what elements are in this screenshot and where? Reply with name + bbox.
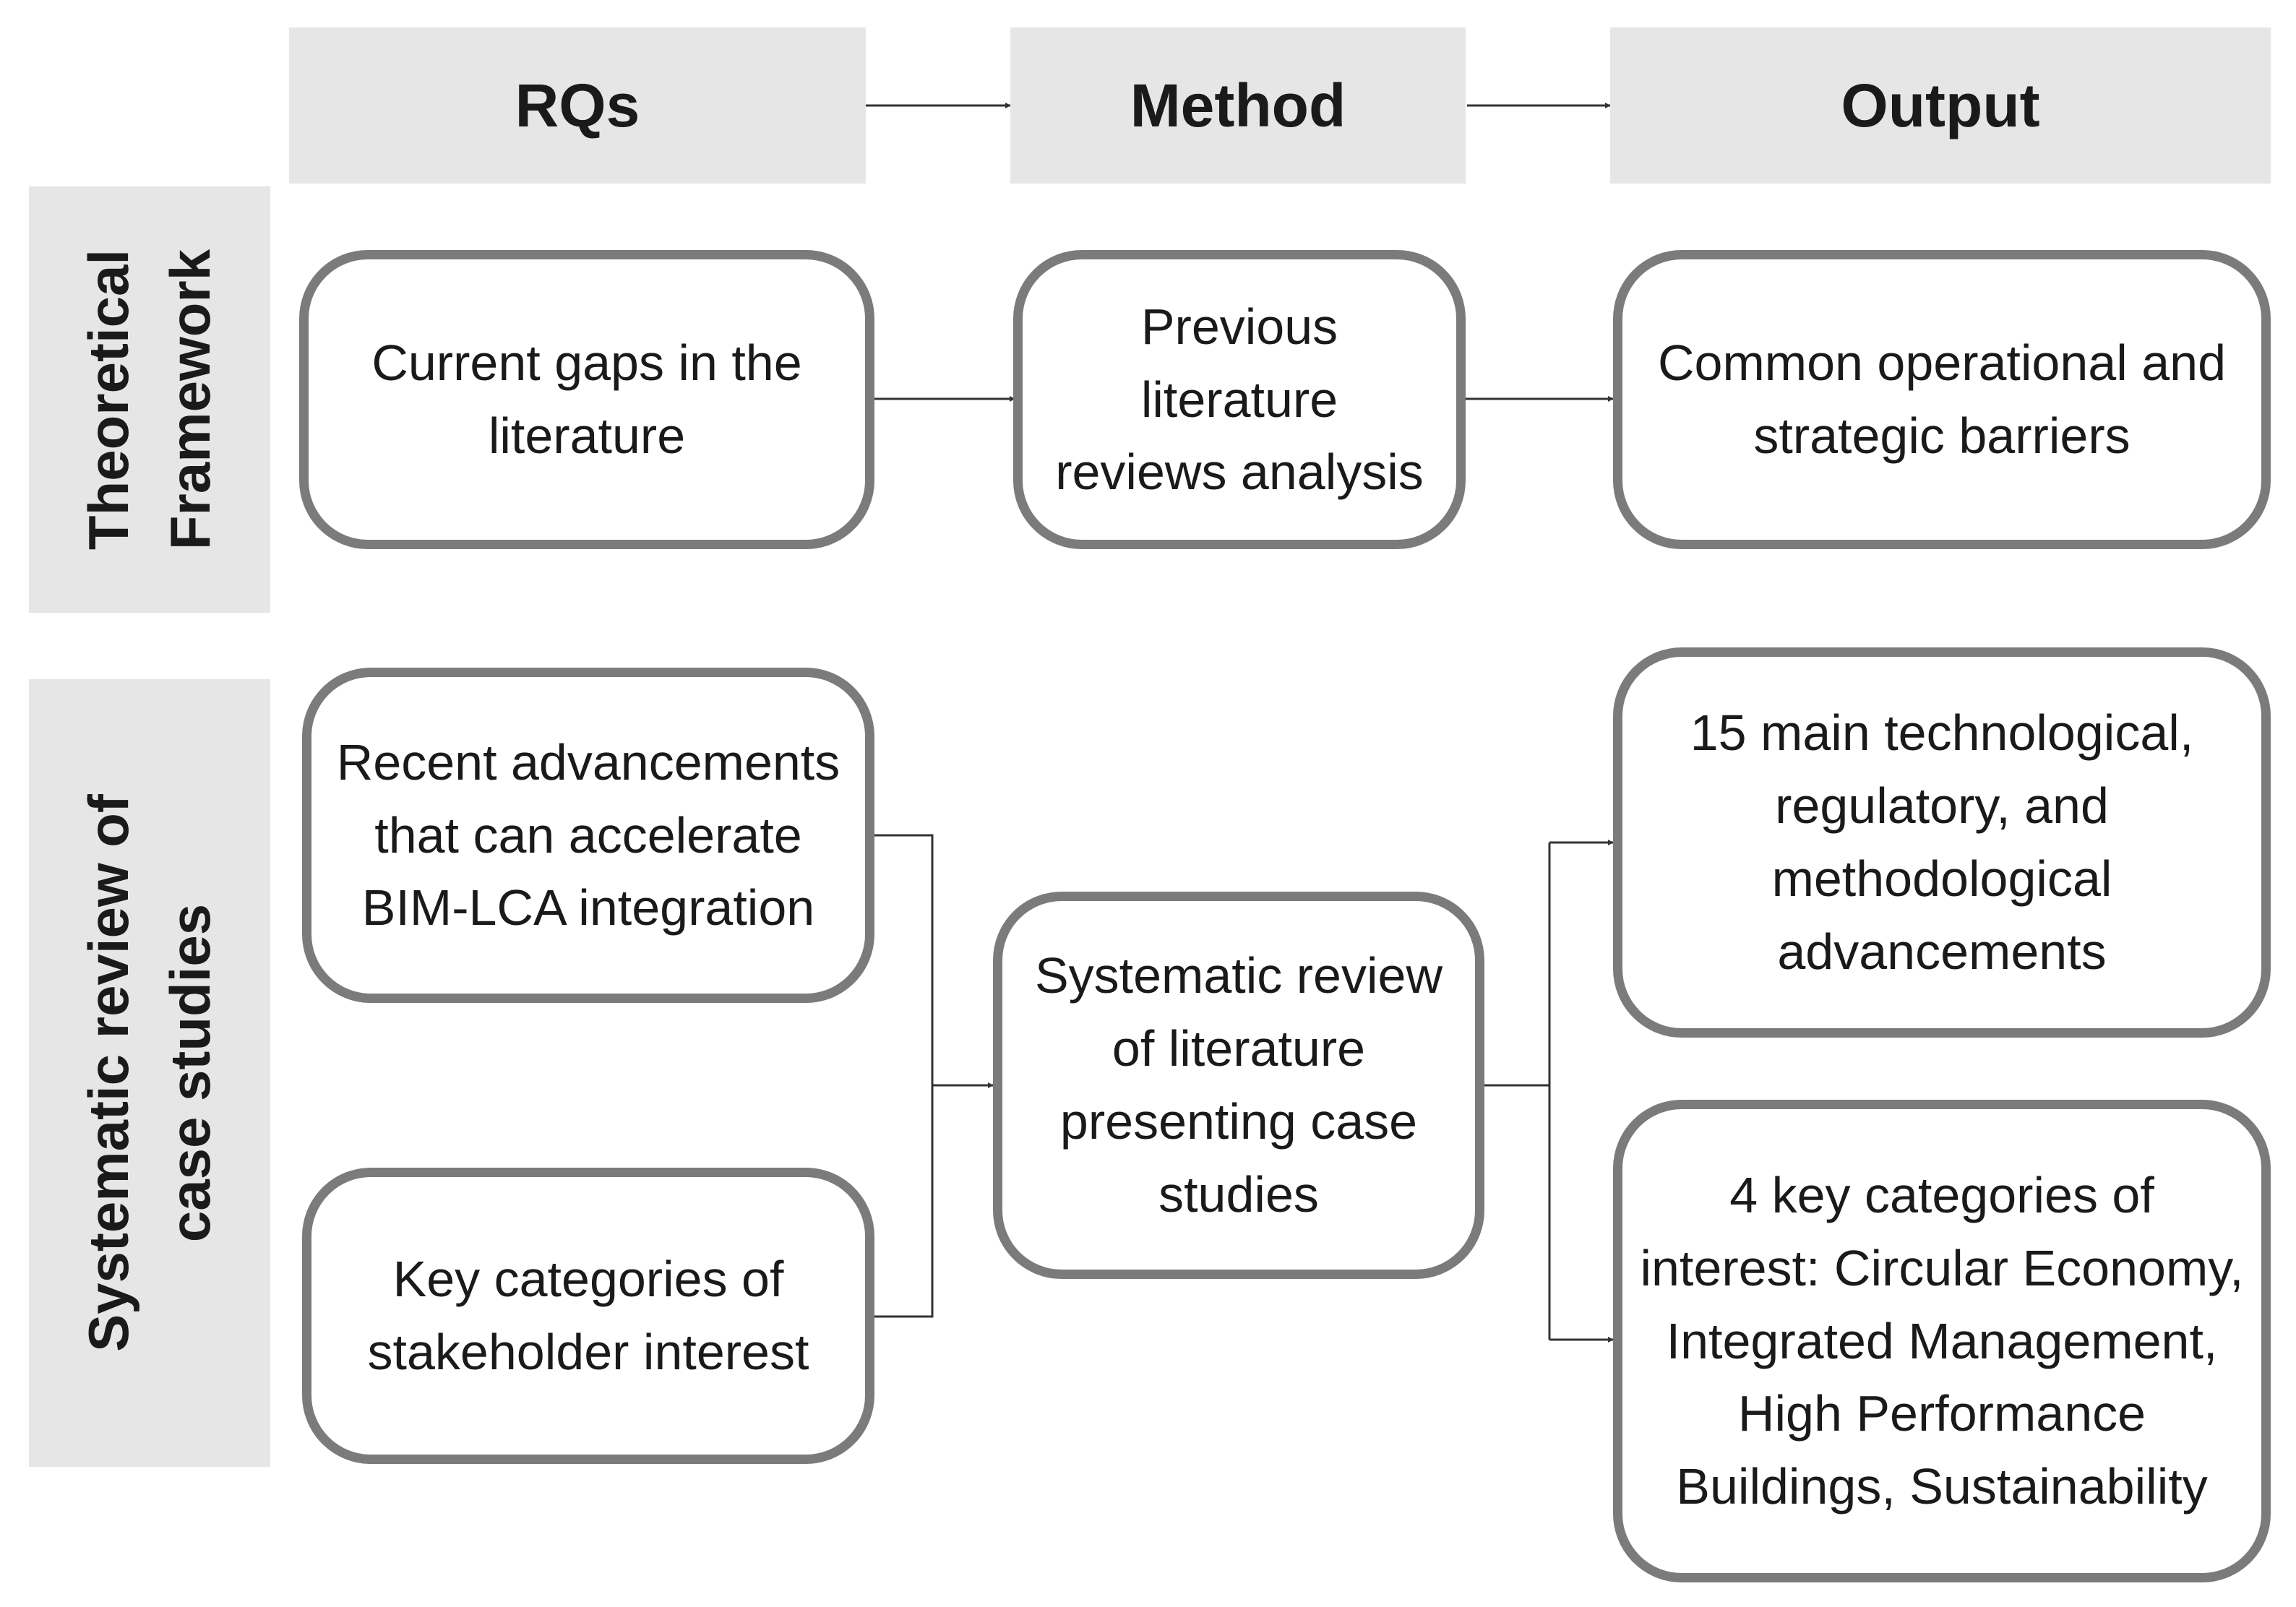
node-common-barriers: Common operational and strategic barrier… [1613, 250, 2271, 549]
row-label-theoretical-line2: Framework [158, 249, 222, 551]
node-key-categories-text: Key categories of stakeholder interest [367, 1251, 809, 1380]
node-previous-reviews: Previous literature reviews analysis [1013, 250, 1466, 549]
row-label-systematic-review: Systematic review of case studies [29, 679, 270, 1467]
row-label-theoretical-framework: Theoretical Framework [29, 186, 270, 613]
node-previous-reviews-text: Previous literature reviews analysis [1055, 298, 1424, 501]
node-four-categories-text: 4 key categories of interest: Circular E… [1640, 1167, 2244, 1515]
node-recent-advancements: Recent advancements that can accelerate … [302, 668, 874, 1003]
node-current-gaps: Current gaps in the literature [299, 250, 874, 549]
row-label-theoretical-text: Theoretical Framework [68, 249, 231, 550]
header-output: Output [1610, 27, 2271, 184]
connector-key-categories [873, 1085, 934, 1318]
node-common-barriers-text: Common operational and strategic barrier… [1657, 335, 2227, 464]
row-label-theoretical-line1: Theoretical [76, 249, 140, 551]
node-recent-advancements-text: Recent advancements that can accelerate … [336, 733, 840, 936]
header-rqs: RQs [289, 27, 866, 184]
node-four-categories: 4 key categories of interest: Circular E… [1613, 1100, 2271, 1582]
header-method: Method [1010, 27, 1466, 184]
row-label-systematic-line1: Systematic review of [76, 794, 140, 1352]
header-output-label: Output [1841, 71, 2040, 139]
node-systematic-review-text: Systematic review of literature presenti… [1034, 947, 1443, 1223]
header-rqs-label: RQs [515, 71, 640, 139]
node-fifteen-advancements-text: 15 main technological, regulatory, and m… [1690, 705, 2194, 980]
row-label-systematic-line2: case studies [158, 903, 222, 1243]
connector-advancements [873, 834, 934, 1085]
node-key-categories: Key categories of stakeholder interest [302, 1168, 874, 1464]
row-label-systematic-text: Systematic review of case studies [68, 794, 231, 1352]
header-method-label: Method [1130, 71, 1346, 139]
node-systematic-review: Systematic review of literature presenti… [993, 892, 1484, 1279]
node-current-gaps-text: Current gaps in the literature [371, 335, 802, 464]
node-fifteen-advancements: 15 main technological, regulatory, and m… [1613, 647, 2271, 1038]
